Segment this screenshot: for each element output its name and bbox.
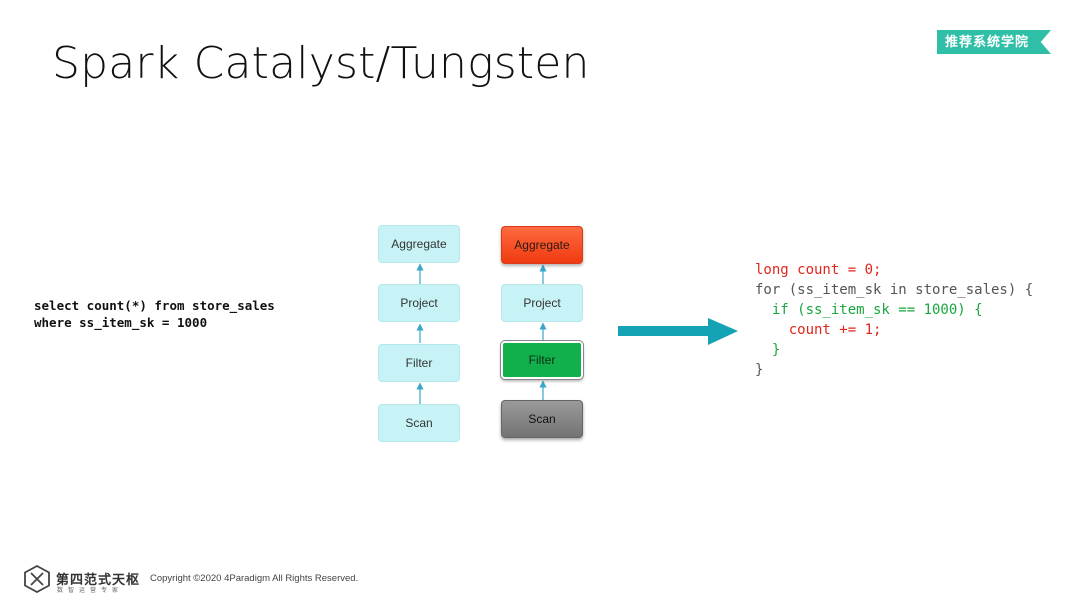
footer-company-tagline: 数智运营专家 [57, 588, 124, 594]
transform-arrow-icon [618, 318, 738, 345]
footer-company-name: 第四范式天枢 [56, 572, 141, 587]
left-aggregate-node: Aggregate [378, 225, 460, 263]
left-project-node: Project [378, 284, 460, 322]
copyright-text: Copyright ©2020 4Paradigm All Rights Res… [150, 573, 359, 584]
brand-badge: 推荐系统学院 [937, 30, 1051, 54]
slide-title: Spark Catalyst/Tungsten [52, 38, 590, 89]
code-line-5: } [755, 342, 781, 358]
left-scan-node: Scan [378, 404, 460, 442]
right-project-node: Project [501, 284, 583, 322]
generated-code: long count = 0; for (ss_item_sk in store… [755, 260, 1033, 380]
sql-line-1: select count(*) from store_sales [34, 298, 275, 313]
right-scan-node: Scan [501, 400, 583, 438]
code-line-2: for (ss_item_sk in store_sales) { [755, 282, 1034, 298]
sql-line-2: where ss_item_sk = 1000 [34, 315, 208, 330]
code-line-1: long count = 0; [755, 262, 882, 278]
right-filter-node: Filter [500, 340, 584, 380]
left-filter-node: Filter [378, 344, 460, 382]
code-line-6: } [755, 362, 764, 378]
code-line-4: count += 1; [755, 322, 882, 338]
sql-query: select count(*) from store_sales where s… [34, 297, 275, 331]
company-logo-icon [24, 565, 50, 593]
code-line-3: if (ss_item_sk == 1000) { [755, 302, 983, 318]
right-aggregate-node: Aggregate [501, 226, 583, 264]
